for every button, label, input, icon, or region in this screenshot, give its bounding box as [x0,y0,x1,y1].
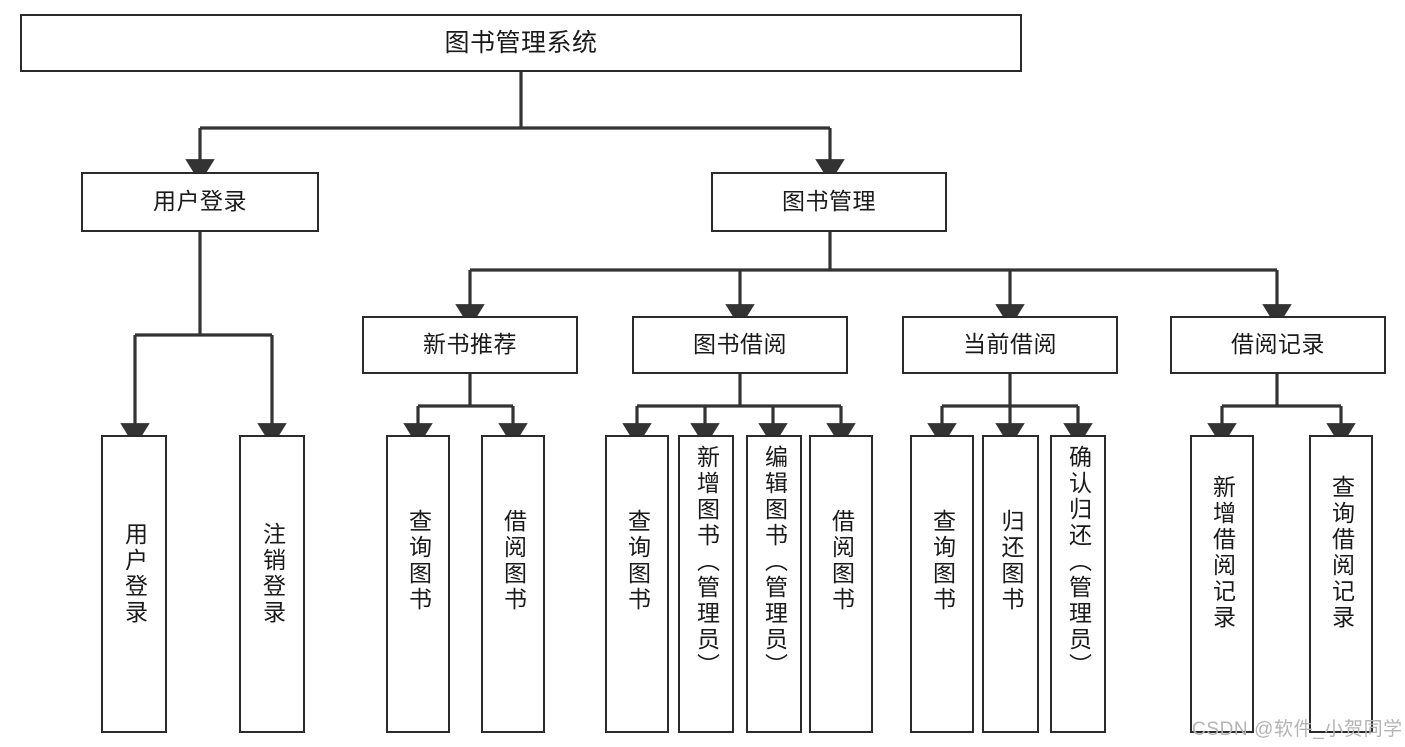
node-label: 查询图书 [929,509,956,613]
leaf-borrow-book-recommend[interactable]: 借阅图书 [481,435,545,733]
node-label: 借阅记录 [1231,331,1325,358]
node-user-login[interactable]: 用户登录 [81,172,319,232]
leaf-add-borrow-record[interactable]: 新增借阅记录 [1190,435,1254,733]
node-label: 借阅图书 [828,509,855,613]
node-book-management[interactable]: 图书管理 [711,172,947,232]
leaf-query-borrow-record[interactable]: 查询借阅记录 [1309,435,1373,733]
leaf-add-book-admin[interactable]: 新增图书（管理员） [678,435,734,733]
node-label: 当前借阅 [963,331,1057,358]
node-label: 查询图书 [624,509,651,613]
node-label: 图书管理系统 [444,29,598,57]
node-label: 借阅图书 [500,509,527,613]
leaf-query-book-recommend[interactable]: 查询图书 [386,435,450,733]
node-root-system[interactable]: 图书管理系统 [20,14,1022,72]
leaf-borrow-book[interactable]: 借阅图书 [809,435,873,733]
watermark-text: CSDN @软件_小贺同学 [1192,719,1403,740]
node-label: 编辑图书（管理员） [761,445,788,679]
node-label: 用户登录 [121,522,148,626]
leaf-query-book-current[interactable]: 查询图书 [910,435,974,733]
leaf-return-book[interactable]: 归还图书 [982,435,1039,733]
node-borrow-record[interactable]: 借阅记录 [1170,316,1386,374]
node-label: 归还图书 [998,509,1024,613]
leaf-edit-book-admin[interactable]: 编辑图书（管理员） [746,435,802,733]
node-label: 确认归还（管理员） [1065,445,1092,679]
node-label: 图书管理 [782,188,876,215]
node-label: 查询图书 [405,509,432,613]
node-book-borrow[interactable]: 图书借阅 [632,316,848,374]
leaf-logout-login[interactable]: 注销登录 [239,435,305,733]
node-label: 用户登录 [153,188,247,215]
node-label: 新书推荐 [423,331,517,358]
node-label: 新增图书（管理员） [693,445,720,679]
node-new-book-recommend[interactable]: 新书推荐 [362,316,578,374]
node-label: 查询借阅记录 [1328,475,1355,631]
leaf-user-login[interactable]: 用户登录 [101,435,167,733]
node-label: 注销登录 [259,522,286,626]
leaf-confirm-return-admin[interactable]: 确认归还（管理员） [1050,435,1106,733]
node-label: 新增借阅记录 [1209,475,1236,631]
node-current-borrow[interactable]: 当前借阅 [902,316,1118,374]
leaf-query-book-borrow[interactable]: 查询图书 [605,435,669,733]
node-label: 图书借阅 [693,331,787,358]
